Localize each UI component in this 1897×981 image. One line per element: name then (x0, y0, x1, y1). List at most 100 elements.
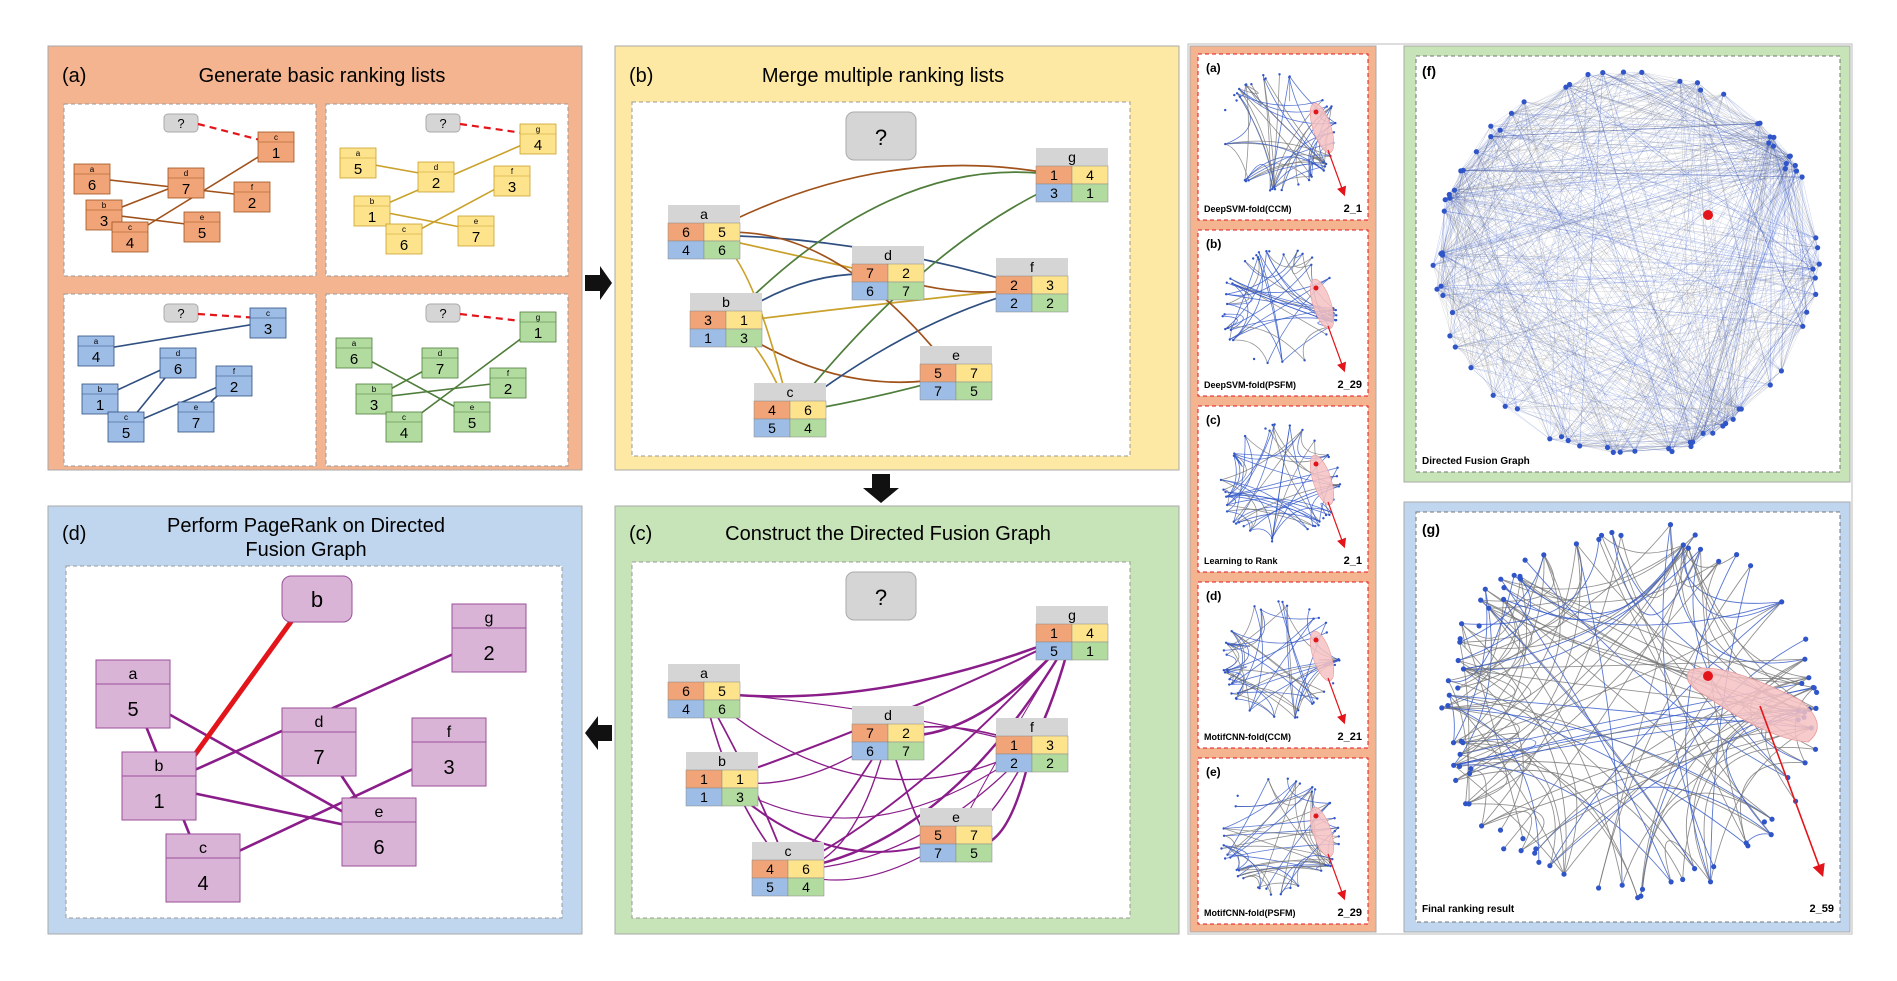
graph-edge (1524, 559, 1789, 778)
graph-node (1281, 360, 1284, 363)
graph-edge (1463, 170, 1803, 178)
graph-node (1225, 281, 1229, 284)
graph-node (1314, 524, 1317, 528)
graph-edge (1230, 786, 1313, 858)
graph-edge (1445, 142, 1769, 200)
graph-edge (1493, 395, 1550, 439)
rank-cell (887, 741, 925, 761)
graph-edge (1505, 72, 1624, 407)
graph-edge (1517, 89, 1701, 409)
highlight-region (1309, 278, 1335, 330)
graph-node (1488, 123, 1494, 129)
graph-edge (1549, 94, 1724, 439)
graph-edge (1227, 303, 1283, 362)
graph-edge (1634, 136, 1771, 452)
graph-edge (1565, 86, 1782, 372)
graph-edge (1227, 455, 1237, 497)
graph-node (1259, 608, 1263, 611)
graph-node (1600, 70, 1606, 76)
node-letter: c (199, 840, 207, 857)
graph-edge (1453, 732, 1519, 766)
node-header (996, 718, 1068, 736)
graph-edge (1511, 113, 1724, 427)
graph-edge (1455, 544, 1684, 781)
graph-edge (1500, 72, 1642, 131)
graph-edge (1690, 163, 1787, 443)
graph-edge (1440, 253, 1816, 279)
rank-value: 5 (1050, 643, 1058, 659)
graph-edge (1449, 194, 1636, 452)
graph-edge (1440, 170, 1797, 254)
graph-edge (1641, 72, 1698, 83)
graph-edge (1679, 81, 1734, 420)
rank-value: 7 (970, 827, 978, 843)
graph-node (1463, 801, 1469, 807)
graph-edge (1493, 101, 1525, 396)
graph-edge (1569, 84, 1673, 452)
query-mark: ? (177, 306, 184, 321)
graph-edge (1230, 257, 1259, 331)
graph-node (1803, 636, 1809, 642)
graph-edge (1634, 123, 1758, 452)
graph-node (1325, 333, 1328, 336)
graph-node (1219, 478, 1223, 482)
graph-edge (1444, 211, 1569, 441)
graph-edge (1470, 367, 1518, 410)
graph-edge (1476, 151, 1820, 265)
rank-value: 1 (704, 330, 712, 346)
graph-node (1577, 443, 1583, 449)
node-letter: a (700, 665, 708, 681)
graph-edge (1449, 81, 1680, 199)
graph-node (1813, 235, 1819, 241)
rank-value: 6 (802, 861, 810, 877)
graph-edge (1442, 295, 1580, 447)
graph-edge (1440, 123, 1761, 254)
graph-edge (1503, 598, 1782, 626)
graph-node (1312, 617, 1315, 620)
graph-edge (1579, 445, 1692, 447)
graph-edge (1770, 312, 1807, 386)
graph-node (1303, 359, 1306, 362)
graph-edge (1470, 82, 1698, 368)
panel-c-title: Construct the Directed Fusion Graph (725, 523, 1051, 545)
node-rank: 1 (153, 791, 164, 813)
graph-edge (1476, 151, 1740, 410)
rank-node: e5 (453, 401, 491, 433)
method-caption: DeepSVM-fold(CCM) (1204, 204, 1292, 214)
graph-edge (1623, 71, 1769, 144)
graph-node (1697, 546, 1704, 552)
node-letter: d (176, 349, 180, 358)
graph-edge (1223, 453, 1247, 491)
graph-edge (1565, 81, 1680, 88)
graph-edge (1523, 101, 1726, 424)
graph-node (1231, 282, 1234, 285)
graph-node (1598, 532, 1605, 538)
graph-edge (1490, 136, 1774, 138)
node-letter: d (434, 163, 438, 172)
rank-node: d7 (167, 167, 205, 199)
graph-edge (1697, 82, 1803, 327)
graph-edge (1454, 163, 1787, 191)
graph-edge (1524, 101, 1797, 172)
graph-edge (1436, 289, 1726, 424)
graph-node (1460, 666, 1467, 672)
graph-node (1497, 127, 1503, 133)
graph-edge (1523, 101, 1608, 448)
graph-edge (1449, 145, 1774, 337)
graph-node (1225, 668, 1229, 671)
graph-edge (1692, 237, 1816, 443)
graph-edge (1795, 165, 1818, 248)
graph-edge (1692, 136, 1771, 443)
graph-edge (1460, 163, 1787, 172)
graph-node (1227, 671, 1230, 674)
method-label: (b) (1206, 237, 1221, 251)
graph-edge (1463, 156, 1790, 171)
graph-edge (1463, 170, 1562, 437)
graph-edge (1442, 136, 1491, 256)
graph-edge (1641, 72, 1787, 164)
rank-node: a6 (73, 163, 111, 195)
graph-edge (1227, 430, 1270, 497)
